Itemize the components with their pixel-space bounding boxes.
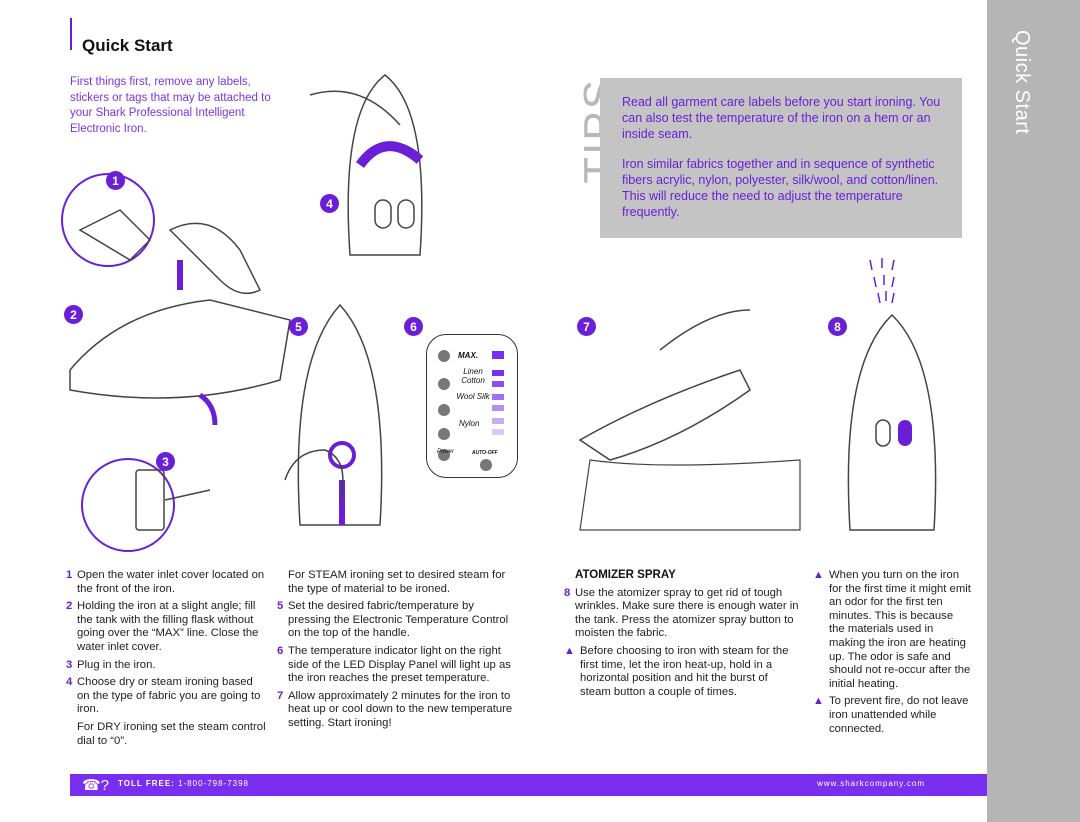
- step-badge-2: 2: [64, 305, 83, 324]
- instructions-column-2: For STEAM ironing set to desired steam f…: [277, 569, 513, 735]
- led-panel-graphics: [438, 350, 504, 471]
- led-label-power: Power: [437, 449, 455, 455]
- led-label-wool-silk: Wool Silk: [456, 392, 490, 401]
- iron-angled: [578, 369, 751, 461]
- water-flask: [168, 222, 262, 295]
- shirt-outline: [579, 459, 801, 531]
- tips-box: [600, 78, 962, 238]
- warning-item: ▲When you turn on the iron for the first…: [813, 569, 971, 690]
- atomizer-button: [898, 420, 912, 446]
- step-badge-5: 5: [289, 317, 308, 336]
- title-rule: [70, 18, 72, 50]
- warning-item: ▲Before choosing to iron with steam for …: [564, 644, 789, 698]
- iron-top-view: [847, 313, 937, 531]
- tip-paragraph: Iron similar fabrics together and in seq…: [622, 157, 939, 219]
- warning-item: ▲To prevent fire, do not leave iron unat…: [813, 695, 969, 735]
- toll-free: TOLL FREE: 1-800-798-7398: [118, 779, 249, 788]
- side-band: [987, 0, 1080, 822]
- spray-mist: [869, 258, 895, 304]
- illustration-step-8: [847, 258, 937, 531]
- power-plug: [164, 489, 211, 501]
- warning-icon: ▲: [813, 695, 824, 708]
- led-label-nylon: Nylon: [459, 419, 480, 428]
- phone-icon: ☎?: [82, 777, 110, 794]
- illustration-steps-1-3: [61, 173, 291, 552]
- illustration-step-5: [284, 303, 383, 526]
- illustration-step-7: [578, 309, 801, 531]
- steam-ironing-note: For STEAM ironing set to desired steam f…: [288, 569, 506, 595]
- iron-top-view: [347, 74, 423, 256]
- iron-top-view: [297, 303, 383, 526]
- step-badge-8: 8: [828, 317, 847, 336]
- control-dial: [355, 141, 424, 169]
- atomizer-heading: ATOMIZER SPRAY: [575, 569, 676, 581]
- iron-side-view: [69, 299, 291, 399]
- step-badge-7: 7: [577, 317, 596, 336]
- side-title: Quick Start: [1011, 30, 1033, 135]
- step3-inset-circle: [81, 458, 175, 552]
- step-badge-1: 1: [106, 171, 125, 190]
- instructions-column-4: ▲When you turn on the iron for the first…: [813, 569, 971, 740]
- illustration-step-4: [309, 74, 424, 256]
- temperature-button: [328, 441, 356, 469]
- step1-inset-circle: [61, 173, 155, 267]
- led-label-max: MAX.: [458, 351, 478, 360]
- dry-ironing-note: For DRY ironing set the steam control di…: [77, 720, 266, 747]
- step-badge-6: 6: [404, 317, 423, 336]
- footer-bar: ☎? TOLL FREE: 1-800-798-7398 www.sharkco…: [70, 774, 987, 796]
- tips-text: Read all garment care labels before you …: [622, 94, 944, 234]
- warning-icon: ▲: [813, 569, 824, 581]
- led-label-linen-cotton: Linen Cotton: [461, 367, 485, 385]
- warning-icon: ▲: [564, 644, 575, 657]
- led-label-auto-off: AUTO-OFF: [472, 450, 498, 456]
- hand-outline: [309, 90, 401, 126]
- step-badge-4: 4: [320, 194, 339, 213]
- intro-text: First things first, remove any labels, s…: [70, 76, 271, 135]
- step-badge-3: 3: [156, 452, 175, 471]
- page-title: Quick Start: [82, 36, 173, 55]
- wall-outlet: [135, 469, 165, 531]
- hand-outline: [659, 309, 751, 351]
- tip-paragraph: Read all garment care labels before you …: [622, 95, 941, 141]
- hand-outline: [284, 449, 344, 501]
- website-link[interactable]: www.sharkcompany.com: [817, 779, 925, 788]
